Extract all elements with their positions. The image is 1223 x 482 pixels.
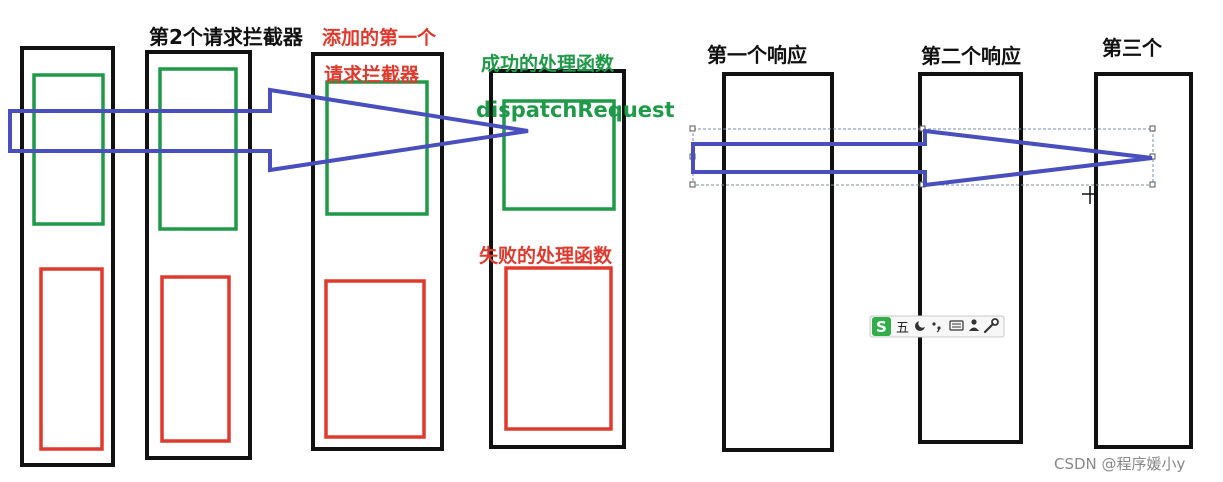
label-dispatch-request: dispatchRequest [476, 98, 675, 122]
request-flow-arrow [8, 87, 529, 173]
response-flow-arrow [691, 128, 1153, 188]
label-second-interceptor: 第2个请求拦截器 [149, 25, 304, 49]
selection-handles[interactable] [689, 125, 1156, 188]
column-1-outer [20, 46, 115, 467]
user-icon[interactable] [969, 319, 979, 331]
column-4-outer [489, 69, 626, 449]
label-first-added-line1: 添加的第一个 [322, 26, 437, 49]
column-2-failure-box [160, 275, 231, 443]
response-2-box [918, 72, 1023, 444]
label-second-response: 第二个响应 [921, 44, 1021, 68]
ime-toolbar[interactable]: S 五 [869, 315, 1005, 338]
wrench-icon[interactable] [983, 318, 999, 334]
label-failure-handler: 失败的处理函数 [479, 244, 613, 267]
ime-mode-text[interactable]: 五 [896, 321, 909, 336]
response-1-box [722, 72, 834, 452]
column-1-failure-box [39, 267, 104, 451]
move-cursor-icon [1082, 186, 1098, 204]
response-3-box [1094, 72, 1193, 449]
label-first-response: 第一个响应 [707, 43, 807, 67]
svg-text:S: S [876, 318, 887, 336]
column-3-failure-box [324, 279, 426, 439]
keyboard-icon[interactable] [949, 320, 964, 331]
sogou-logo-icon[interactable]: S [872, 317, 891, 336]
column-3-outer [311, 52, 444, 451]
column-4-failure-box [504, 266, 613, 431]
column-2-outer [145, 50, 252, 460]
punctuation-icon[interactable] [932, 322, 941, 333]
label-first-added-line2: 请求拦截器 [324, 63, 420, 86]
moon-icon[interactable] [915, 319, 927, 331]
watermark: CSDN @程序媛小y [1054, 455, 1186, 473]
label-third: 第三个 [1102, 36, 1163, 60]
column-4-success-box [502, 99, 616, 211]
label-success-handler: 成功的处理函数 [481, 52, 615, 75]
